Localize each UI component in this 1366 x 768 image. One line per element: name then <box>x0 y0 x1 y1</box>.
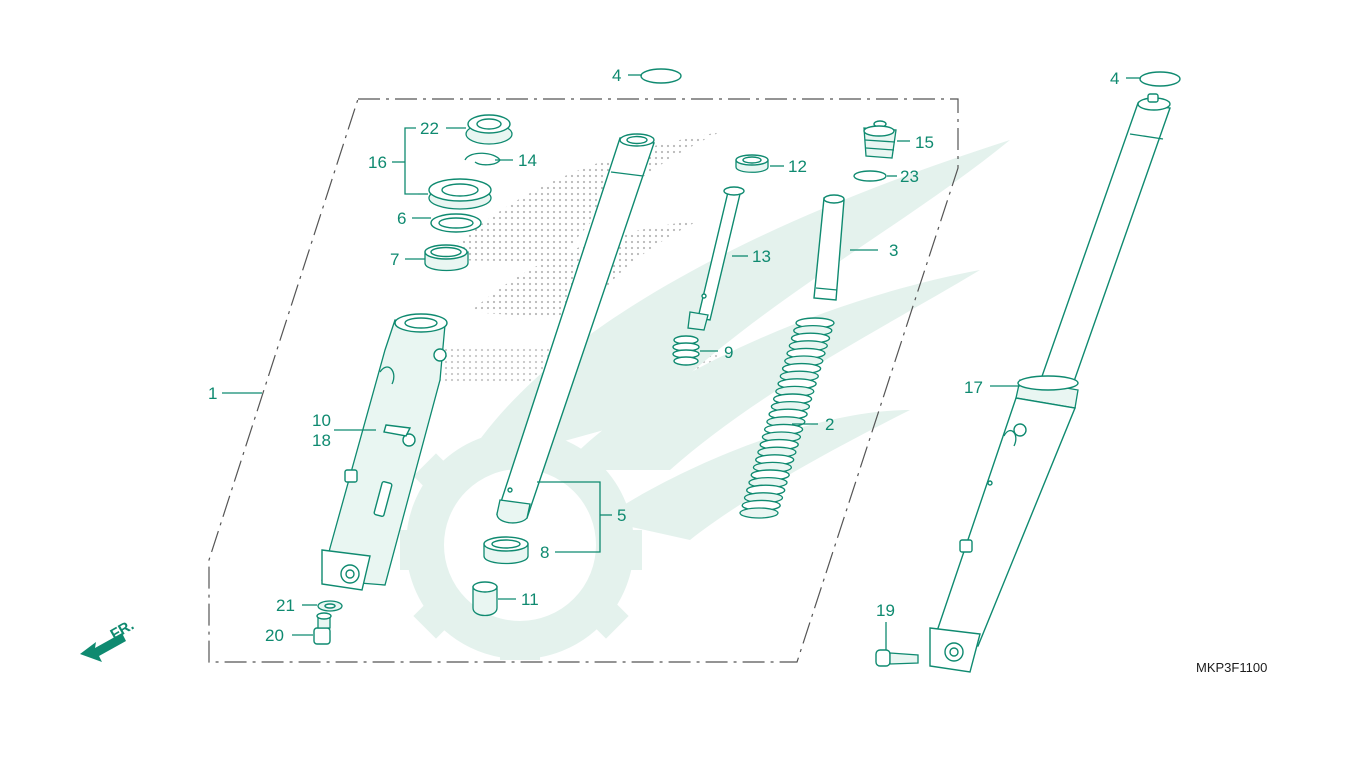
oil-seal-16 <box>428 178 492 210</box>
label-5: 5 <box>617 506 626 525</box>
label-23: 23 <box>900 167 919 186</box>
stopper-ring-14 <box>464 152 501 166</box>
label-3: 3 <box>889 241 898 260</box>
collar-12 <box>735 154 769 173</box>
label-4-right: 4 <box>1110 69 1119 88</box>
label-7: 7 <box>390 250 399 269</box>
fork-bottom-case-10 <box>321 313 448 591</box>
label-11: 11 <box>521 590 539 609</box>
label-12: 12 <box>788 157 807 176</box>
o-ring-4-right <box>1139 71 1181 87</box>
spring-coil <box>739 507 779 519</box>
guide-bushing-8 <box>483 536 529 565</box>
socket-bolt-20 <box>313 612 332 645</box>
label-17: 17 <box>964 378 983 397</box>
label-8: 8 <box>540 543 549 562</box>
label-20: 20 <box>265 626 284 645</box>
fork-spring-2 <box>739 317 835 519</box>
label-19: 19 <box>876 601 895 620</box>
assembly-frame <box>208 98 959 663</box>
label-22: 22 <box>420 119 439 138</box>
rebound-spring-9 <box>672 335 700 366</box>
back-up-ring-6 <box>430 213 482 233</box>
diagram-code: MKP3F1100 <box>1196 660 1267 675</box>
label-13: 13 <box>752 247 771 266</box>
label-16: 16 <box>368 153 387 172</box>
damper-rod-13 <box>687 186 745 331</box>
label-18: 18 <box>312 431 331 450</box>
label-21: 21 <box>276 596 295 615</box>
label-15: 15 <box>915 133 934 152</box>
slide-bushing-7 <box>424 244 469 272</box>
honda-wing-watermark-icon <box>400 132 1010 660</box>
oil-lock-piece-11 <box>472 581 498 617</box>
spring-collar-3 <box>813 194 845 301</box>
label-14: 14 <box>518 151 537 170</box>
label-9: 9 <box>724 343 733 362</box>
sealing-washer-21 <box>317 600 343 612</box>
fork-pipe-5 <box>496 133 655 524</box>
label-6: 6 <box>397 209 406 228</box>
o-ring-23 <box>853 170 887 182</box>
o-ring-4-left <box>640 68 682 84</box>
label-10: 10 <box>312 411 331 430</box>
fork-assembly-17 <box>929 93 1171 673</box>
fork-bolt-15 <box>863 120 897 159</box>
front-direction-arrow-icon: FR. <box>80 617 137 662</box>
label-1: 1 <box>208 384 217 403</box>
bolt-19 <box>875 649 919 667</box>
dust-seal-22 <box>465 114 513 145</box>
label-2: 2 <box>825 415 834 434</box>
label-4-left: 4 <box>612 66 621 85</box>
